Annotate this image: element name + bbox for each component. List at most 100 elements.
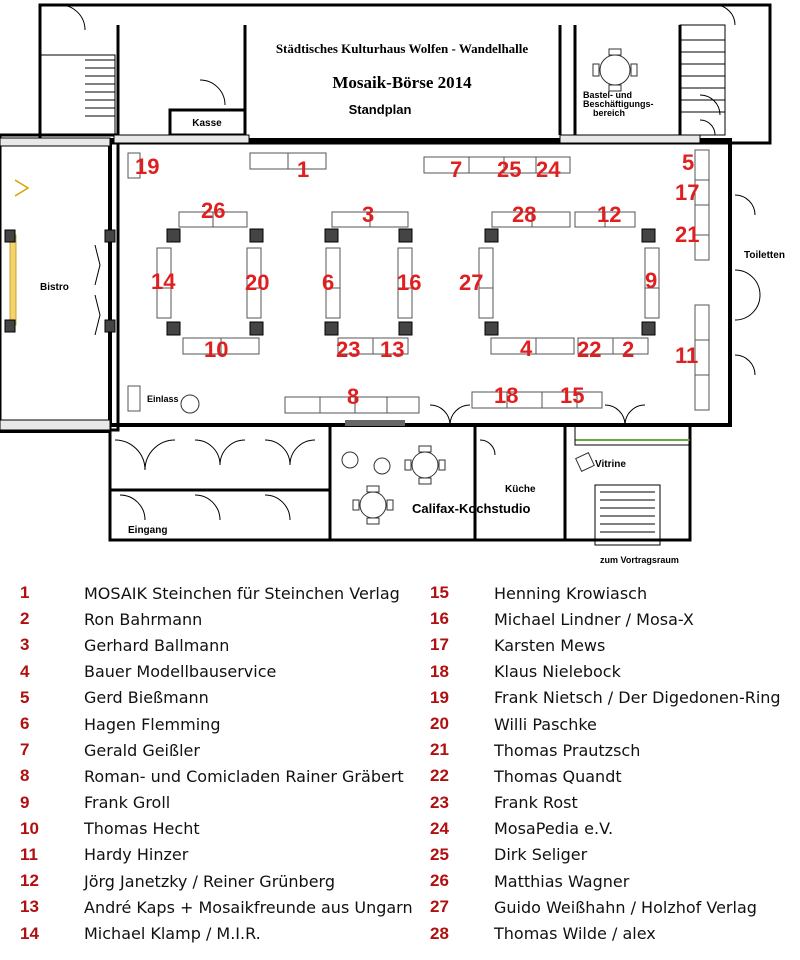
stand-1: 1 [297, 157, 309, 182]
legend-name: MosaPedia e.V. [494, 819, 614, 839]
legend-name: Willi Paschke [494, 714, 597, 734]
legend-number: 21 [430, 740, 449, 760]
stand-25: 25 [497, 157, 521, 182]
legend-number: 18 [430, 661, 449, 681]
legend-row: 20 Willi Paschke [430, 711, 800, 737]
legend-name: Michael Klamp / M.I.R. [84, 924, 261, 944]
stand-14: 14 [151, 269, 176, 294]
legend-row: 19 Frank Nietsch / Der Digedonen-Ring [430, 685, 800, 711]
stand-16: 16 [397, 270, 421, 295]
legend-name: Frank Groll [84, 793, 171, 813]
pillars [4, 228, 656, 336]
legend-name: Ron Bahrmann [84, 609, 203, 629]
stand-22: 22 [577, 337, 601, 362]
legend-name: Henning Krowiasch [494, 583, 648, 603]
legend-name: Matthias Wagner [494, 871, 630, 891]
counter [574, 424, 691, 446]
staircase-left [39, 54, 116, 136]
staircase-bottom [594, 484, 661, 546]
kochstudio-counter [345, 420, 405, 426]
legend-number: 6 [20, 714, 30, 734]
stand-28: 28 [512, 202, 536, 227]
vitrine-box [575, 452, 595, 472]
stand-tables [127, 149, 710, 414]
stand-24: 24 [536, 157, 561, 182]
stand-12: 12 [597, 202, 621, 227]
stand-numbers: 1 7 25 24 19 5 17 21 11 26 3 28 12 14 20… [135, 150, 699, 409]
legend-number: 8 [20, 766, 30, 786]
legend-row: 26 Matthias Wagner [430, 868, 800, 894]
stand-3: 3 [362, 202, 374, 227]
legend-name: Hagen Flemming [84, 714, 221, 734]
legend-name: Karsten Mews [494, 635, 606, 655]
legend-row: 16 Michael Lindner / Mosa-X [430, 606, 800, 632]
floor-plan: Städtisches Kulturhaus Wolfen - Wandelha… [0, 3, 785, 565]
legend-name: Frank Nietsch / Der Digedonen-Ring [494, 688, 781, 708]
room-kochstudio: Califax-Kochstudio [412, 501, 531, 516]
legend-number: 14 [20, 923, 39, 943]
room-eingang: Eingang [128, 525, 167, 536]
staircase-right [679, 24, 726, 136]
marker-icon [14, 179, 30, 197]
legend-number: 11 [20, 844, 38, 864]
legend-row: 4 Bauer Modellbauservice [20, 659, 420, 685]
legend-number: 9 [20, 792, 30, 812]
legend-number: 23 [430, 792, 449, 812]
legend-number: 16 [430, 609, 449, 629]
legend-name: Dirk Seliger [494, 845, 588, 865]
stand-18: 18 [494, 383, 518, 408]
room-vortrag: zum Vortragsraum [600, 555, 679, 565]
bistro-window [9, 234, 17, 326]
stand-26: 26 [201, 198, 225, 223]
legend-name: Gerd Bießmann [84, 688, 209, 708]
stand-23: 23 [336, 337, 360, 362]
legend-name: Guido Weißhahn / Holzhof Verlag [494, 897, 757, 917]
legend-row: 15 Henning Krowiasch [430, 580, 800, 606]
stand-6: 6 [322, 270, 334, 295]
stand-17: 17 [675, 180, 699, 205]
legend-name: Thomas Prautzsch [494, 740, 641, 760]
legend-number: 28 [430, 923, 449, 943]
legend-name: Michael Lindner / Mosa-X [494, 609, 694, 629]
legend-number: 26 [430, 871, 449, 891]
legend-name: Roman- und Comicladen Rainer Gräbert [84, 766, 404, 786]
legend-name: Thomas Wilde / alex [494, 924, 656, 944]
legend-row: 14 Michael Klamp / M.I.R. [20, 920, 420, 946]
legend-name: Hardy Hinzer [84, 845, 189, 865]
stand-9: 9 [645, 268, 657, 293]
stand-4: 4 [520, 336, 533, 361]
stand-10: 10 [204, 337, 228, 362]
legend-name: Thomas Quandt [494, 766, 622, 786]
stand-21: 21 [675, 222, 699, 247]
legend-name: Frank Rost [494, 793, 578, 813]
stand-8: 8 [347, 384, 359, 409]
legend-number: 20 [430, 714, 449, 734]
room-bastel-2: Beschäftigungs- [583, 99, 654, 109]
stand-11: 11 [675, 343, 698, 368]
legend-number: 10 [20, 818, 39, 838]
room-einlass: Einlass [147, 394, 179, 404]
legend-name: Bauer Modellbauservice [84, 662, 277, 682]
legend-number: 19 [430, 687, 449, 707]
legend-number: 15 [430, 583, 449, 603]
legend-name: MOSAIK Steinchen für Steinchen Verlag [84, 583, 400, 603]
legend-row: 9 Frank Groll [20, 790, 420, 816]
room-kasse: Kasse [192, 118, 222, 129]
legend-name: Gerald Geißler [84, 740, 200, 760]
room-toiletten: Toiletten [744, 250, 785, 261]
legend-number: 4 [20, 661, 30, 681]
stand-2: 2 [622, 337, 634, 362]
legend-row: 8 Roman- und Comicladen Rainer Gräbert [20, 763, 420, 789]
room-bastel-3: bereich [593, 108, 625, 118]
round-tables [180, 54, 631, 519]
stand-27: 27 [459, 270, 483, 295]
